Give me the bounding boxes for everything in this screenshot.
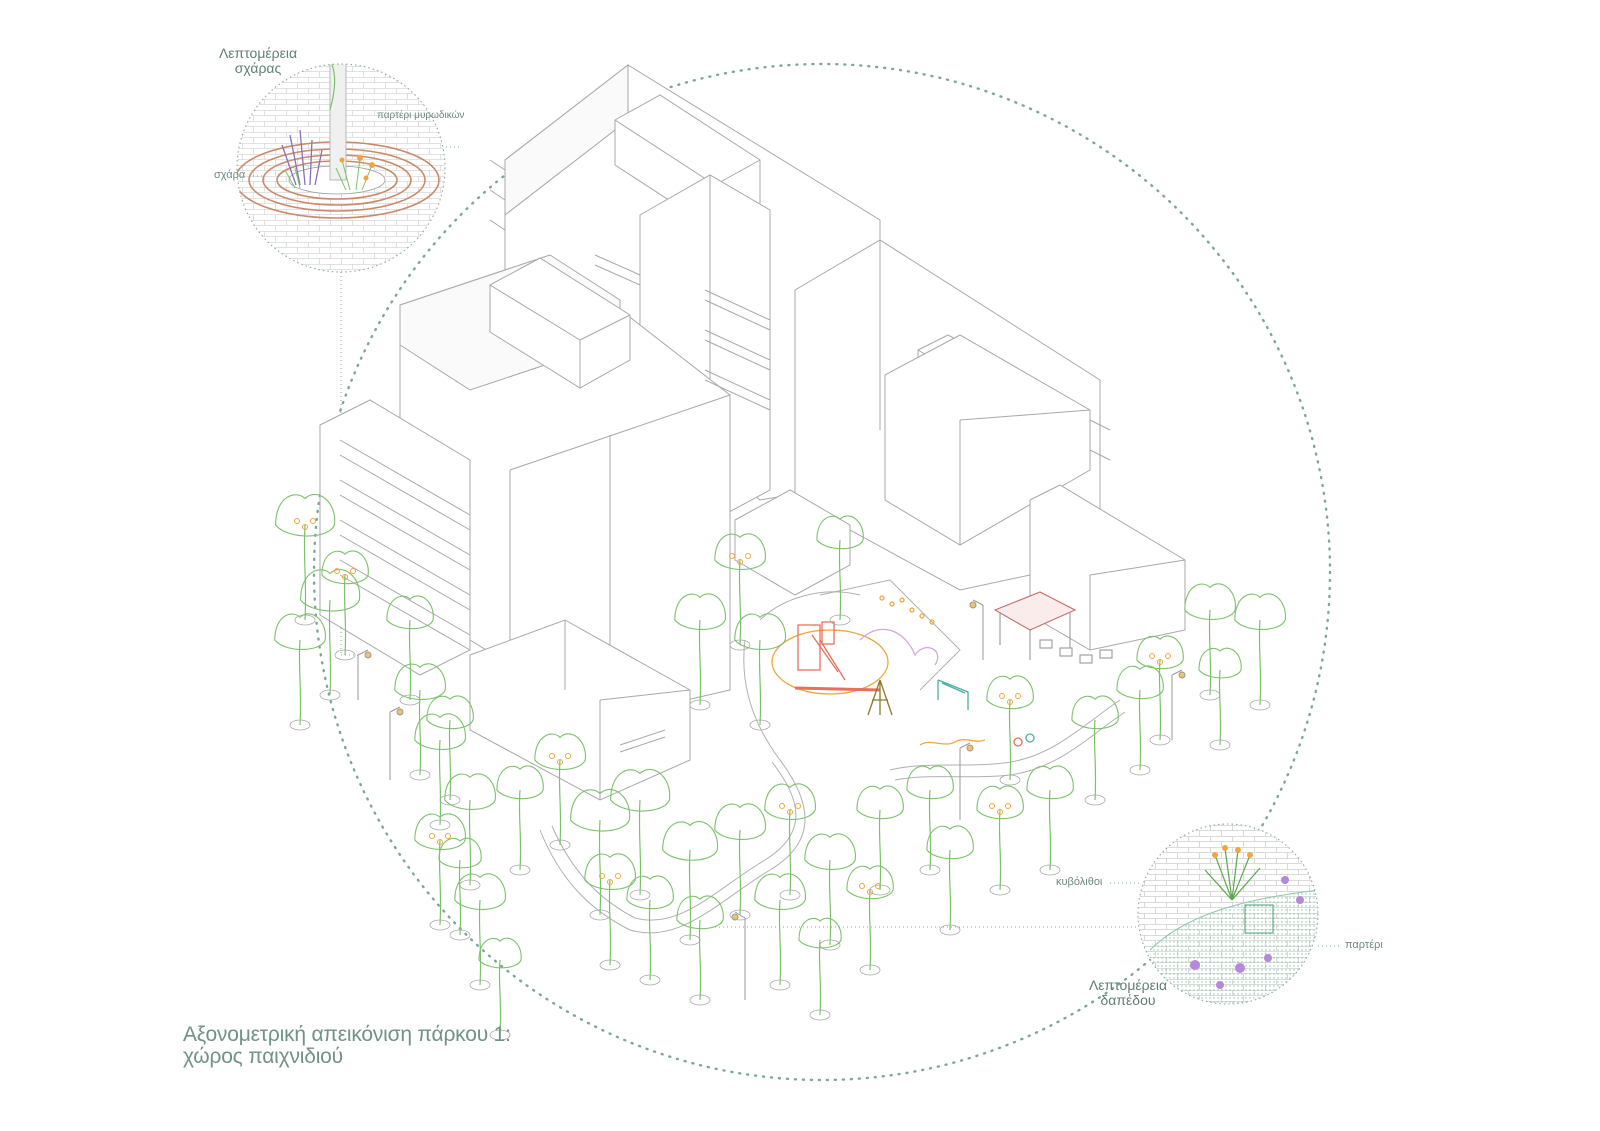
tree [275,493,336,626]
ground-detail-callout [1137,823,1319,1005]
buildings [319,63,1186,801]
tree [414,713,466,831]
tree [662,821,718,946]
paving-label: κυβόλιθοι [1056,876,1103,888]
tree [610,768,671,901]
bed-label: παρτέρι [1345,939,1383,951]
tree [1071,695,1119,806]
tree [274,613,326,731]
tree [1136,635,1184,746]
tree [1198,647,1242,751]
tree [1234,593,1286,711]
tree [926,825,974,936]
tree [300,568,361,701]
grate-label: σχάρα [214,169,246,181]
tree [478,937,522,1041]
tree [846,865,894,976]
street-lamps [357,599,1186,1000]
tree [674,593,726,711]
tree [584,853,636,971]
ground-detail-title: Λεπτομέρεια δαπέδου [1088,977,1168,1008]
tree [676,895,724,1006]
tree [534,733,586,851]
tree [714,533,766,651]
tree [906,765,954,876]
tree [394,663,446,781]
tree [976,785,1024,896]
tree [714,803,766,921]
tree [734,613,786,731]
tree [496,765,544,876]
cafe-canopy [993,591,1113,664]
tree [764,783,816,901]
label-leaders [249,175,1342,947]
grate-detail-callout [236,63,446,273]
tree [321,550,369,661]
diagram-caption: Αξονομετρική απεικόνιση πάρκου 1: χώρος … [183,1023,511,1068]
tree [986,675,1034,786]
tree [1184,583,1236,701]
tree [444,773,496,891]
tree [754,873,806,991]
playground [771,595,1035,747]
tree [816,515,864,626]
tree [804,833,856,951]
main-dotted-circle [312,62,1332,1082]
tree [626,875,674,986]
balconies [339,159,1111,753]
tree [426,695,474,806]
tree [438,837,482,941]
leader-lines [340,146,1140,928]
tree [856,785,904,896]
tree [454,873,506,991]
aromatic-bed-label: παρτέρι μυρωδικών [377,110,465,121]
tree [1026,765,1074,876]
trees [274,493,1286,1041]
grate-detail-title: Λεπτομέρεια σχάρας [218,45,298,76]
tree [798,917,842,1021]
tree [414,813,466,931]
tree [1116,665,1164,776]
